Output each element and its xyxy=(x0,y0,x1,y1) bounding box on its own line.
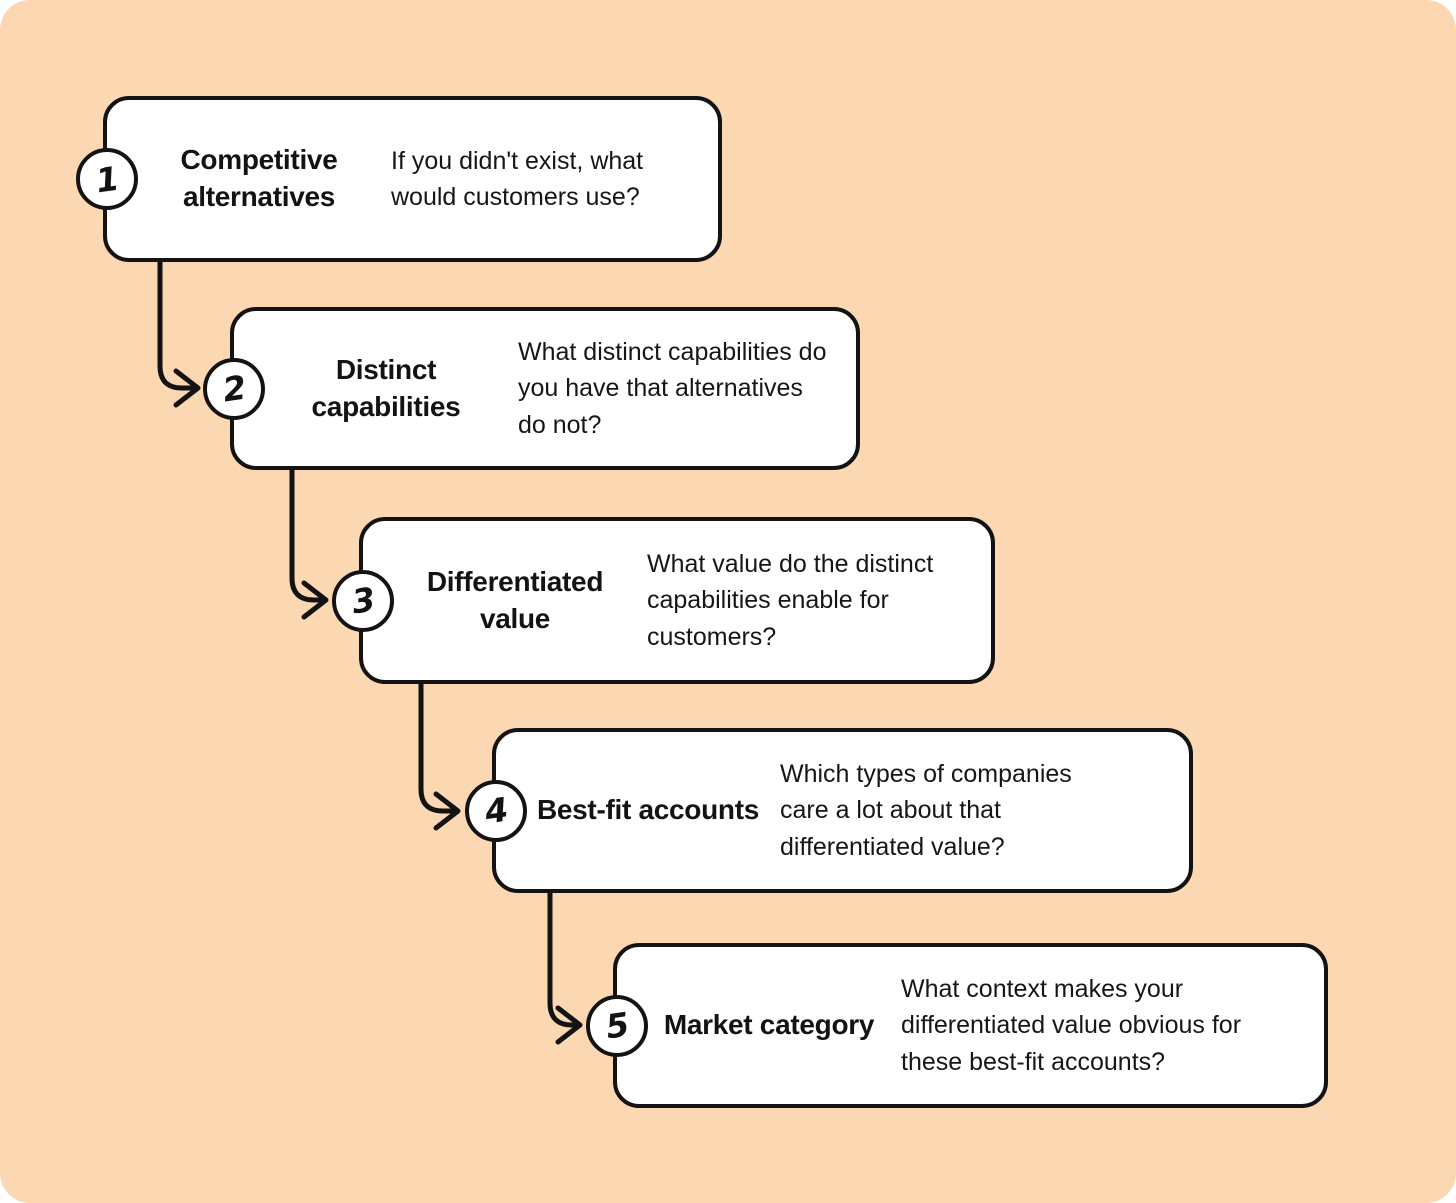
step-question-4: Which types of companies care a lot abou… xyxy=(780,760,1072,861)
step-title-1: Competitive alternatives xyxy=(180,144,338,212)
step-card-1: 1 Competitive alternatives If you didn't… xyxy=(76,96,722,262)
step-card-5: 5 Market category What context makes you… xyxy=(586,943,1328,1108)
step-number-badge-4: 4 xyxy=(465,779,527,842)
step-title-5: Market category xyxy=(663,1009,875,1041)
step-number-1: 1 xyxy=(92,158,122,200)
step-question-5: What context makes your differentiated v… xyxy=(901,975,1242,1076)
connector-arrow-1-2 xyxy=(157,259,201,408)
step-number-badge-5: 5 xyxy=(586,994,648,1057)
step-number-4: 4 xyxy=(481,789,511,832)
step-number-badge-1: 1 xyxy=(76,148,138,210)
step-title-2: Distinct capabilities xyxy=(311,353,461,422)
step-question-2: What distinct capabilities do you have t… xyxy=(518,338,827,439)
step-question-3: What value do the distinct capabilities … xyxy=(647,550,934,651)
connector-arrow-3-4 xyxy=(418,681,461,831)
step-title-3: Differentiated value xyxy=(426,565,604,634)
step-number-5: 5 xyxy=(602,1004,632,1047)
step-card-4: 4 Best-fit accounts Which types of compa… xyxy=(465,728,1193,893)
step-card-2: 2 Distinct capabilities What distinct ca… xyxy=(203,307,860,470)
step-card-3: 3 Differentiated value What value do the… xyxy=(332,517,995,684)
connector-arrow-4-5 xyxy=(547,890,583,1045)
step-question-1: If you didn't exist, what would customer… xyxy=(391,146,644,211)
step-number-3: 3 xyxy=(348,579,378,622)
step-title-4: Best-fit accounts xyxy=(536,794,760,826)
step-number-2: 2 xyxy=(219,367,249,410)
step-number-badge-3: 3 xyxy=(332,569,394,632)
connector-arrow-2-3 xyxy=(289,467,329,620)
step-number-badge-2: 2 xyxy=(203,357,265,420)
